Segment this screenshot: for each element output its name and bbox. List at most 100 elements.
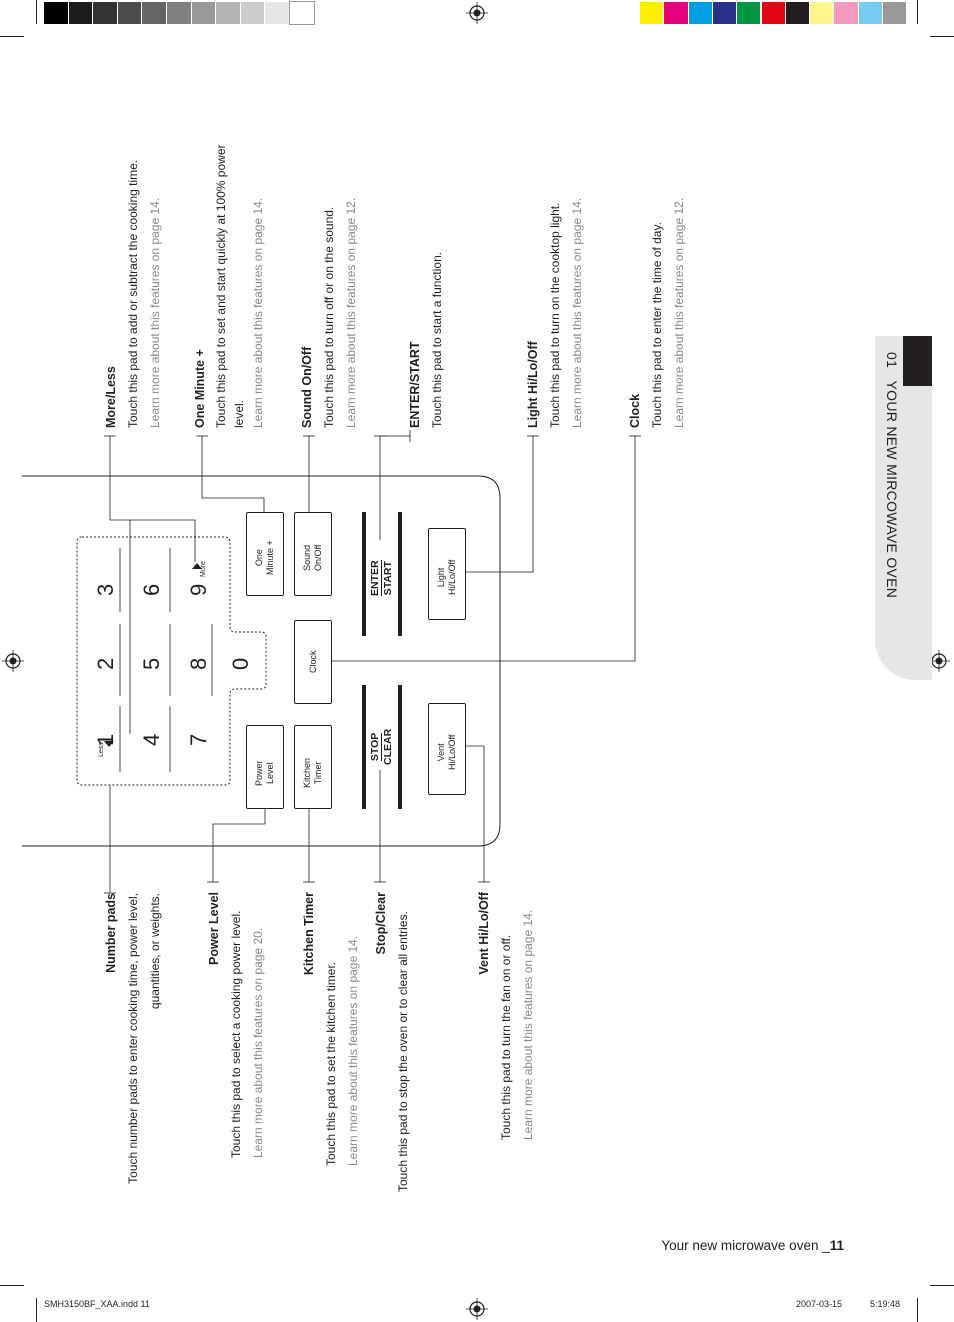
callout-desc: Touch this pad to set the kitchen timer. (324, 961, 338, 1166)
color-bar (640, 0, 908, 26)
sound-label-1: Sound (302, 544, 312, 571)
page-footer: Your new microwave oven _11 (560, 1238, 844, 1253)
callout-power-level: Power Level Touch this pad to select a c… (203, 892, 269, 1158)
callout-more-less: More/Less Touch this pad to add or subtr… (100, 160, 166, 428)
callout-desc: Touch this pad to turn the fan on or off… (499, 934, 513, 1140)
color-swatch (712, 2, 737, 24)
crop-mark (930, 1285, 954, 1286)
crop-mark (917, 1298, 918, 1322)
callout-desc: Touch number pads to enter cooking time,… (126, 893, 140, 1184)
callout-sound: Sound On/Off Touch this pad to turn off … (296, 198, 362, 428)
callout-vent: Vent Hi/Lo/Off Touch this pad to turn th… (473, 892, 539, 1140)
callout-title: Vent Hi/Lo/Off (477, 892, 491, 975)
one-minute-label-2: Minute + (265, 540, 275, 575)
digit-0[interactable]: 0 (228, 657, 253, 670)
kitchen-timer-label-1: Kitchen (302, 757, 312, 788)
callout-light: Light Hi/Lo/Off Touch this pad to turn o… (522, 198, 588, 428)
callout-learn-more: Learn more about this features on page 2… (251, 927, 265, 1158)
digit-6[interactable]: 6 (139, 583, 164, 596)
color-swatch (216, 2, 240, 24)
clear-label: CLEAR (382, 728, 394, 765)
section-tab-marker (903, 336, 932, 386)
callout-title: Number pads (104, 893, 118, 973)
callout-desc: Touch this pad to add or subtract the co… (126, 159, 140, 428)
color-swatch (142, 2, 166, 24)
callout-title: Light Hi/Lo/Off (526, 341, 540, 428)
callout-desc: Touch this pad to enter the time of day. (650, 222, 664, 428)
color-swatch (640, 2, 664, 24)
callout-desc: Touch this pad to select a cooking power… (229, 910, 243, 1158)
digit-9[interactable]: 9 (186, 583, 211, 596)
digit-8[interactable]: 8 (186, 657, 211, 670)
callout-title: Kitchen Timer (302, 892, 316, 976)
callout-title: Stop/Clear (374, 892, 388, 955)
digit-3[interactable]: 3 (93, 583, 118, 596)
sound-label-2: On/Off (313, 544, 323, 571)
page-label: Your new microwave oven _ (661, 1238, 830, 1253)
digit-4[interactable]: 4 (139, 733, 164, 746)
vent-label-2: Hi/Lo/Off (447, 734, 457, 770)
callout-title: ENTER/START (408, 341, 422, 428)
callout-learn-more: Learn more about this features on page 1… (570, 197, 584, 428)
power-level-label-2: Level (265, 762, 275, 784)
color-swatch (68, 2, 93, 24)
more-arrow-icon (192, 563, 202, 569)
callout-learn-more: Learn more about this features on page 1… (521, 909, 535, 1140)
start-label: START (382, 561, 394, 596)
color-swatch (93, 2, 117, 24)
kitchen-timer-label-2: Timer (313, 761, 323, 785)
color-swatch (810, 2, 834, 24)
registration-mark-bottom (466, 1298, 488, 1320)
stop-clear-key[interactable]: STOP CLEAR (362, 685, 404, 809)
callout-desc: quantities, or weights. (148, 893, 162, 1010)
light-label-1: Light (436, 567, 446, 588)
callout-title: Clock (628, 393, 642, 428)
gray-scale-bar (44, 0, 316, 26)
digit-5[interactable]: 5 (139, 657, 164, 670)
digit-7[interactable]: 7 (186, 733, 211, 746)
registration-mark-top (466, 2, 488, 24)
callout-title: Power Level (207, 892, 221, 965)
enter-label: ENTER (369, 560, 382, 596)
color-swatch (785, 2, 810, 24)
color-swatch (834, 2, 858, 24)
stop-label: STOP (369, 732, 382, 762)
callout-desc: Touch this pad to set and start quickly … (214, 144, 228, 429)
callout-desc: Touch this pad to stop the oven or to cl… (396, 911, 410, 1192)
print-date: 2007-03-15 (796, 1299, 843, 1309)
callout-desc: Touch this pad to turn on the cooktop li… (548, 202, 562, 428)
power-level-label-1: Power (254, 760, 264, 786)
color-swatch (117, 2, 142, 24)
callout-learn-more: Learn more about this features on page 1… (344, 197, 358, 428)
file-name: SMH3150BF_XAA.indd 11 (44, 1299, 150, 1309)
print-time: 5:19:48 (870, 1299, 901, 1309)
callout-desc: level. (232, 399, 246, 428)
color-swatch (664, 2, 688, 24)
crop-mark (36, 1298, 37, 1322)
color-swatch (688, 2, 712, 24)
less-arrow-icon (104, 741, 114, 747)
color-swatch (191, 2, 216, 24)
callout-desc: Touch this pad to turn off or on the sou… (322, 206, 336, 428)
color-swatch (167, 2, 191, 24)
color-swatch (883, 2, 907, 24)
callout-title: More/Less (104, 366, 118, 428)
crop-mark (917, 0, 918, 24)
callout-learn-more: Learn more about this features on page 1… (346, 935, 360, 1166)
callout-title: Sound On/Off (300, 346, 314, 428)
enter-start-key[interactable]: ENTER START (362, 512, 404, 636)
vent-label-1: Vent (436, 743, 446, 762)
clock-key[interactable]: Clock (294, 620, 332, 704)
callout-learn-more: Learn more about this features on page 1… (148, 197, 162, 428)
one-minute-label-1: One (254, 549, 264, 567)
light-label-2: Hi/Lo/Off (447, 559, 457, 595)
color-swatch (737, 2, 761, 24)
digit-2[interactable]: 2 (93, 657, 118, 670)
crop-mark (0, 36, 24, 37)
